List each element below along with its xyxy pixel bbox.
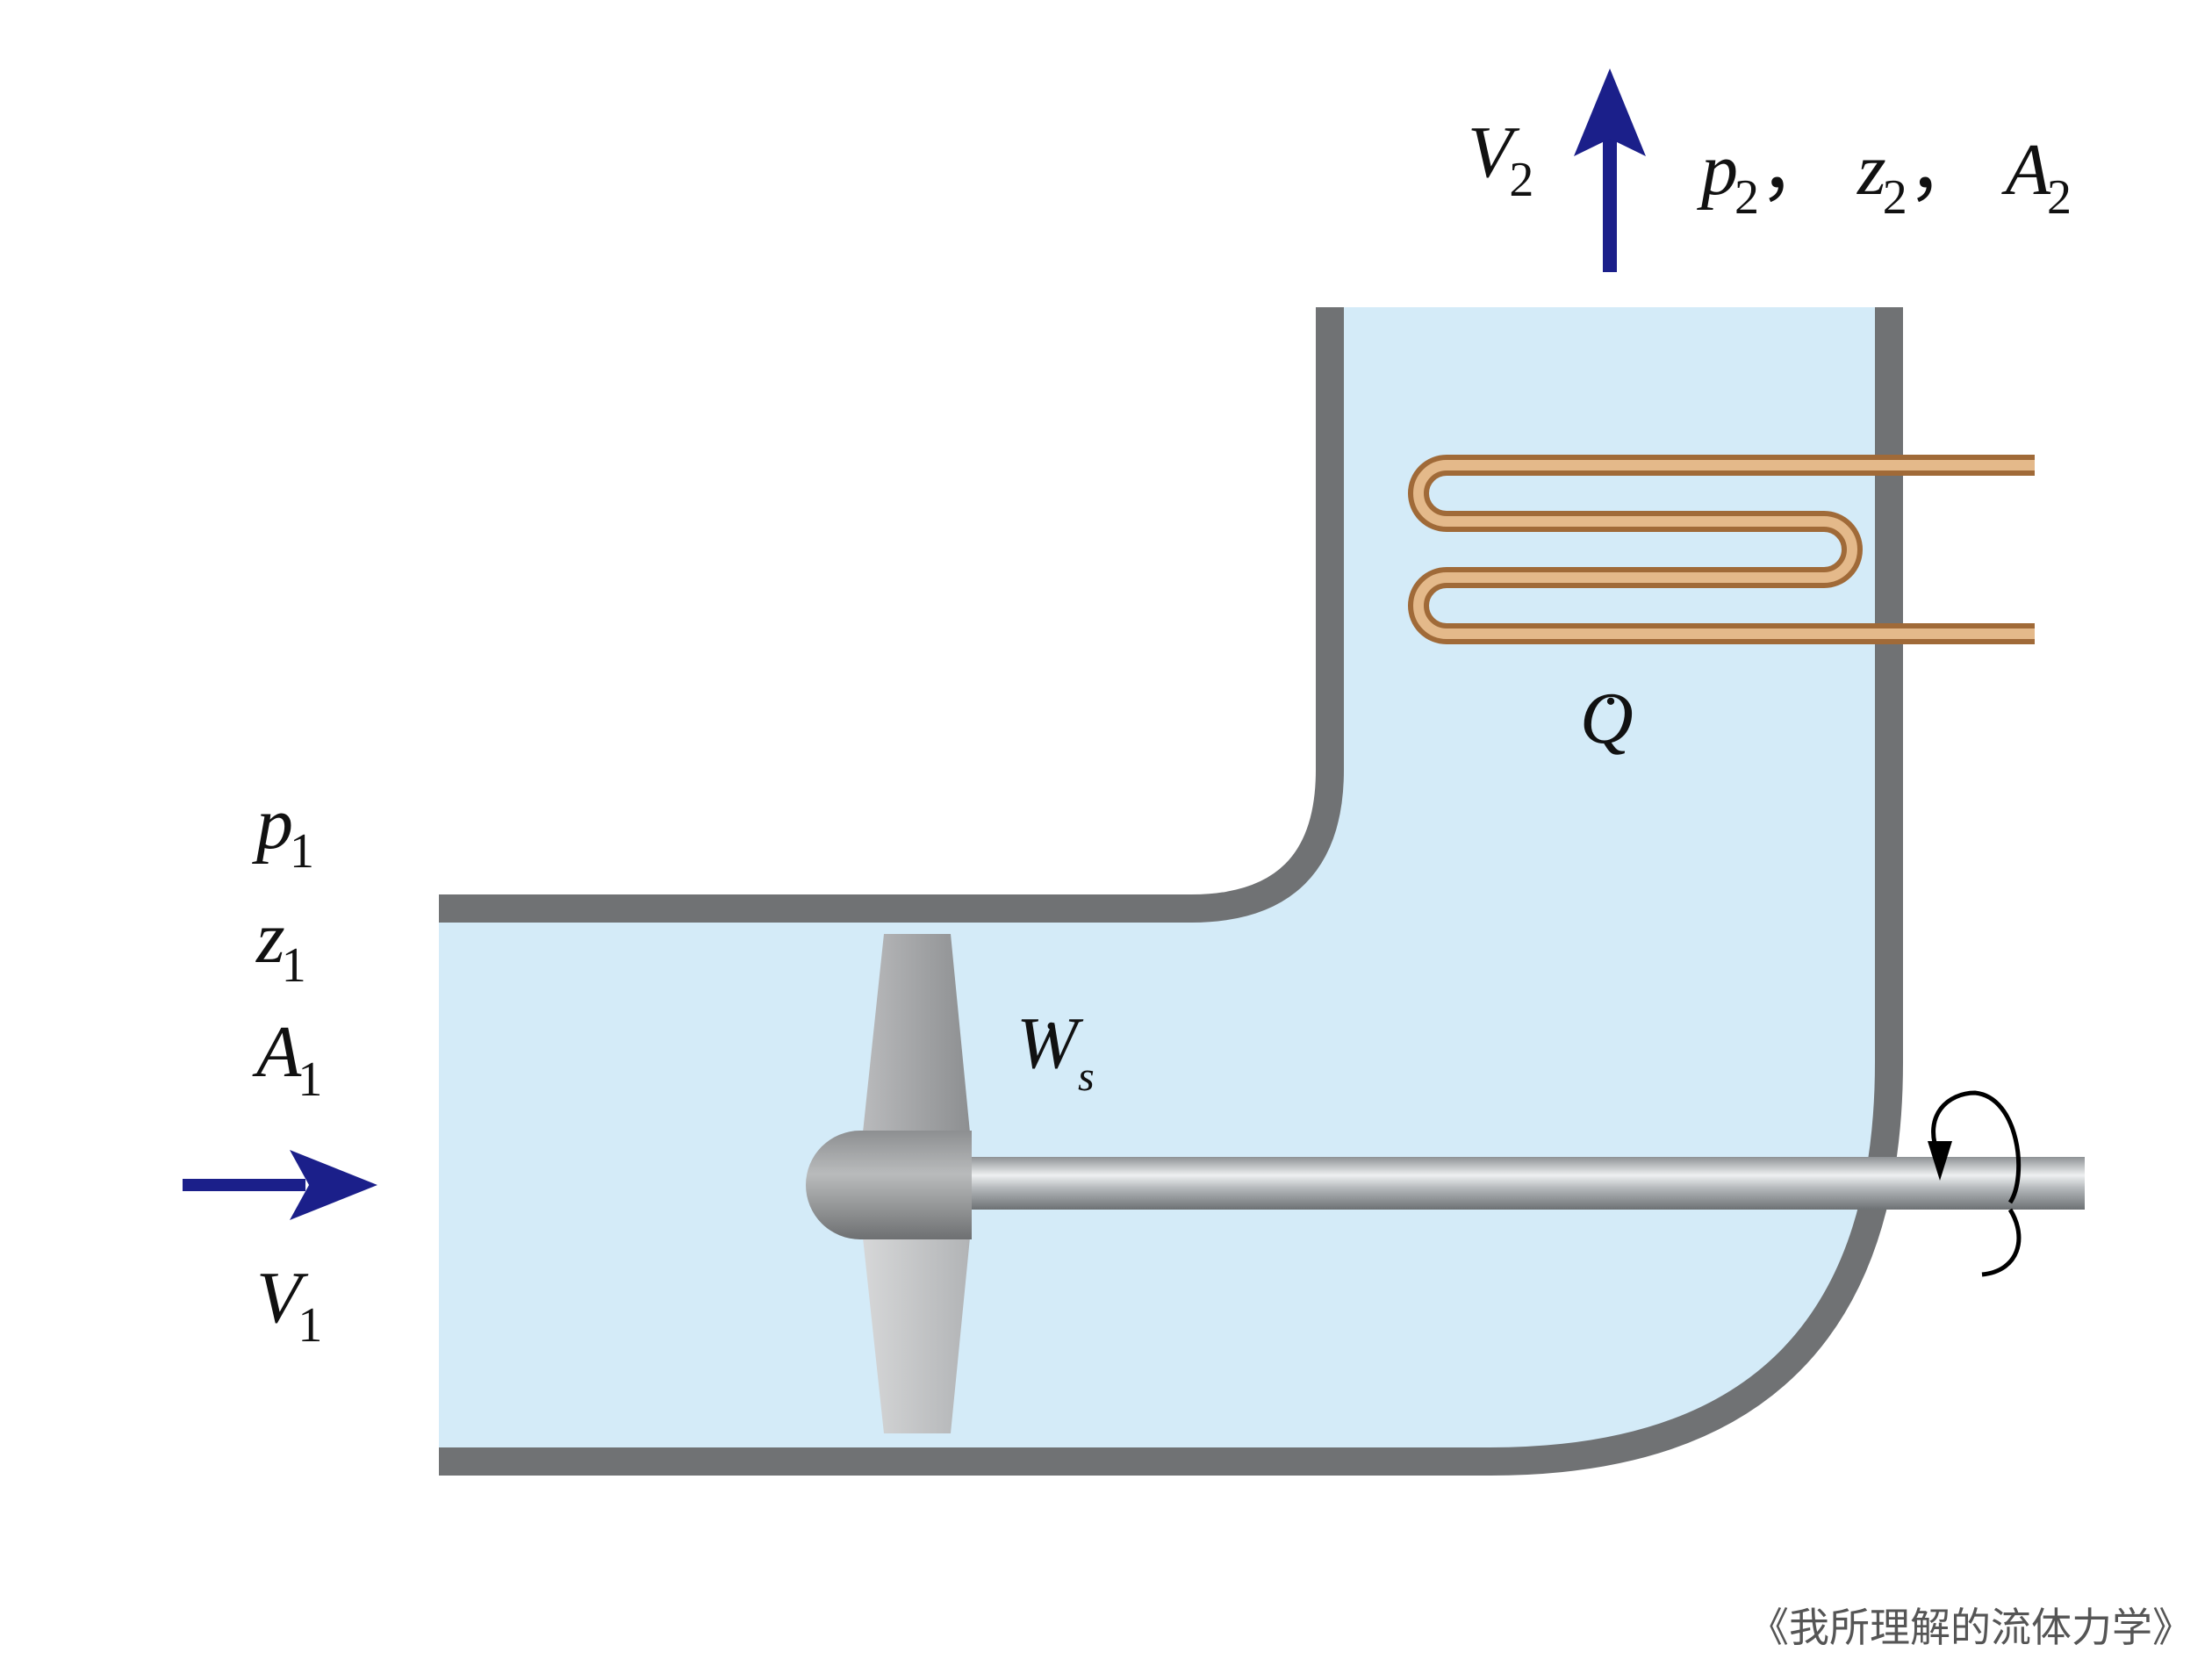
label-A2: A2 [2005, 129, 2072, 225]
turbine-shaft [966, 1157, 2085, 1210]
pipe-inner-wall [439, 307, 1344, 923]
label-V2: V2 [1468, 111, 1534, 207]
heat-exchanger-coil [1408, 455, 2035, 644]
label-z2: z2 [1857, 129, 1907, 225]
outlet-flow-arrow [1574, 68, 1646, 272]
pipe-outer-wall [439, 307, 1903, 1476]
source-credit: 《我所理解的流体力学》 [1749, 1604, 2193, 1651]
rotation-arrow-icon [1931, 1090, 2022, 1277]
label-V1: V1 [256, 1257, 323, 1353]
label-p1: p1 [256, 783, 314, 879]
outlet-properties: p2，z2，A2 [1701, 129, 2072, 225]
rotation-arrowhead [1928, 1141, 1952, 1181]
label-heat-rate: ·Q [1580, 668, 1634, 759]
label-shaft-work-rate: ·Ws [1016, 993, 1095, 1100]
fluid-region [439, 307, 1889, 1462]
label-A1: A1 [256, 1011, 323, 1107]
label-p2: p2 [1701, 129, 1759, 225]
label-z1: z1 [256, 897, 306, 993]
inlet-flow-arrow [183, 1150, 377, 1220]
impeller [806, 934, 972, 1433]
